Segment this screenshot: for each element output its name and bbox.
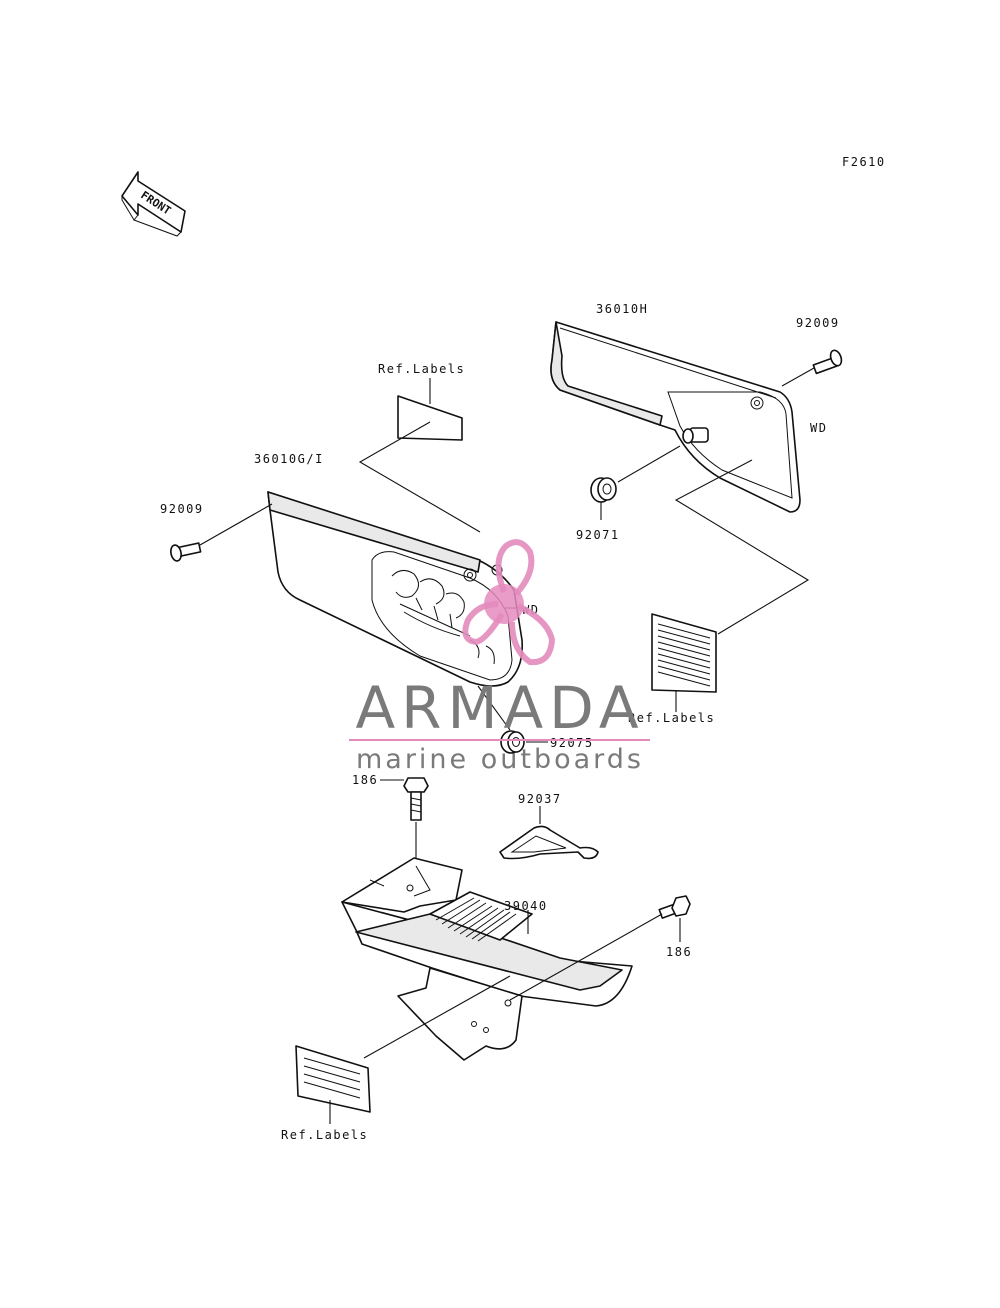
right-side-cover-36010h — [550, 321, 801, 513]
label-186-right: 186 — [666, 945, 692, 959]
watermark-brand: ARMADA — [355, 674, 644, 742]
clip-92037 — [499, 806, 599, 860]
left-side-cover-36010g — [267, 491, 524, 687]
label-92009-left: 92009 — [160, 502, 204, 516]
label-ref-labels-bottom: Ref.Labels — [281, 1128, 368, 1142]
label-36010g: 36010G/I — [254, 452, 324, 466]
label-ref-labels-right: Ref.Labels — [628, 711, 715, 725]
bolt-186-top — [380, 777, 429, 880]
label-92071: 92071 — [576, 528, 620, 542]
grommet-92075 — [500, 730, 548, 754]
skid-plate-39040 — [341, 857, 633, 1061]
label-186-top: 186 — [352, 773, 378, 787]
bolt-92009-right — [781, 349, 843, 387]
bolt-92009-left — [170, 503, 273, 562]
armada-watermark: ARMADA marine outboards — [349, 539, 650, 775]
label-36010h: 36010H — [596, 302, 648, 316]
label-wd-right: WD — [810, 421, 827, 435]
ref-labels-right-sticker — [651, 459, 810, 712]
ref-labels-bottom-sticker — [295, 975, 511, 1124]
ref-labels-top-sticker — [358, 378, 481, 533]
label-39040: 39040 — [504, 899, 548, 913]
bolt-186-right — [509, 895, 691, 1001]
label-ref-labels-top: Ref.Labels — [378, 362, 465, 376]
figure-code: F2610 — [842, 155, 886, 169]
label-92037: 92037 — [518, 792, 562, 806]
label-92009-right: 92009 — [796, 316, 840, 330]
grommet-92071 — [590, 445, 681, 520]
propeller-logo-icon — [462, 539, 556, 666]
watermark-tagline: marine outboards — [356, 744, 644, 775]
grommet-mount-right — [682, 427, 709, 444]
cover-graphic-logo — [391, 570, 495, 665]
front-arrow-icon: FRONT — [121, 171, 186, 237]
